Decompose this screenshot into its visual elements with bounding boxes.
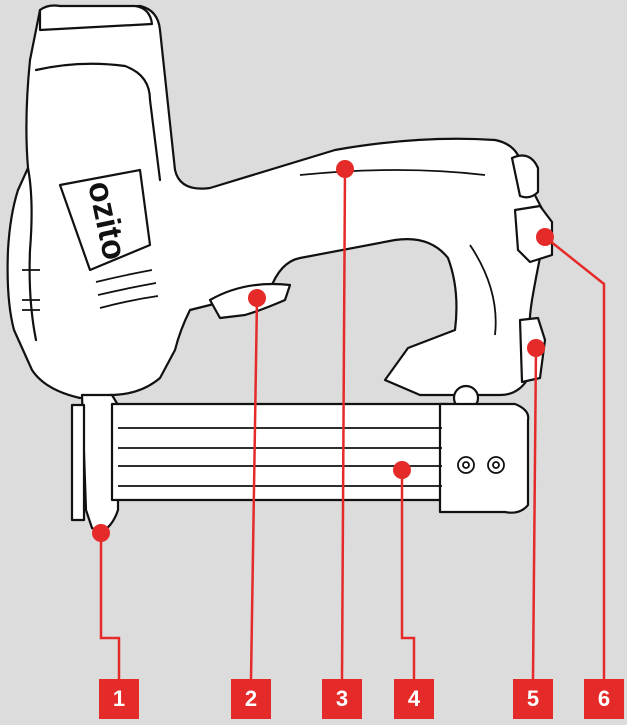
callout-dot-1 [92,524,110,542]
callout-dot-2 [248,289,266,307]
tool-housing [6,4,547,400]
callout-dot-6 [536,228,554,246]
logo-panel [58,168,152,272]
callout-leader-2 [249,297,259,680]
callout-badge-5: 5 [513,679,553,719]
callout-badge-1: 1 [99,679,139,719]
callout-dot-3 [336,160,354,178]
callout-leader-6 [544,236,606,679]
callout-dot-5 [527,339,545,357]
callout-leader-5 [531,347,538,680]
callout-badge-2: 2 [231,679,271,719]
depth-adjust-knob [513,204,554,264]
callout-leader-4 [400,470,416,679]
callout-badge-6: 6 [584,679,624,719]
callout-leader-1 [99,533,121,679]
callout-dot-4 [393,461,411,479]
callout-leader-3 [340,168,347,680]
callout-badge-4: 4 [394,679,434,719]
callout-badge-3: 3 [322,679,362,719]
